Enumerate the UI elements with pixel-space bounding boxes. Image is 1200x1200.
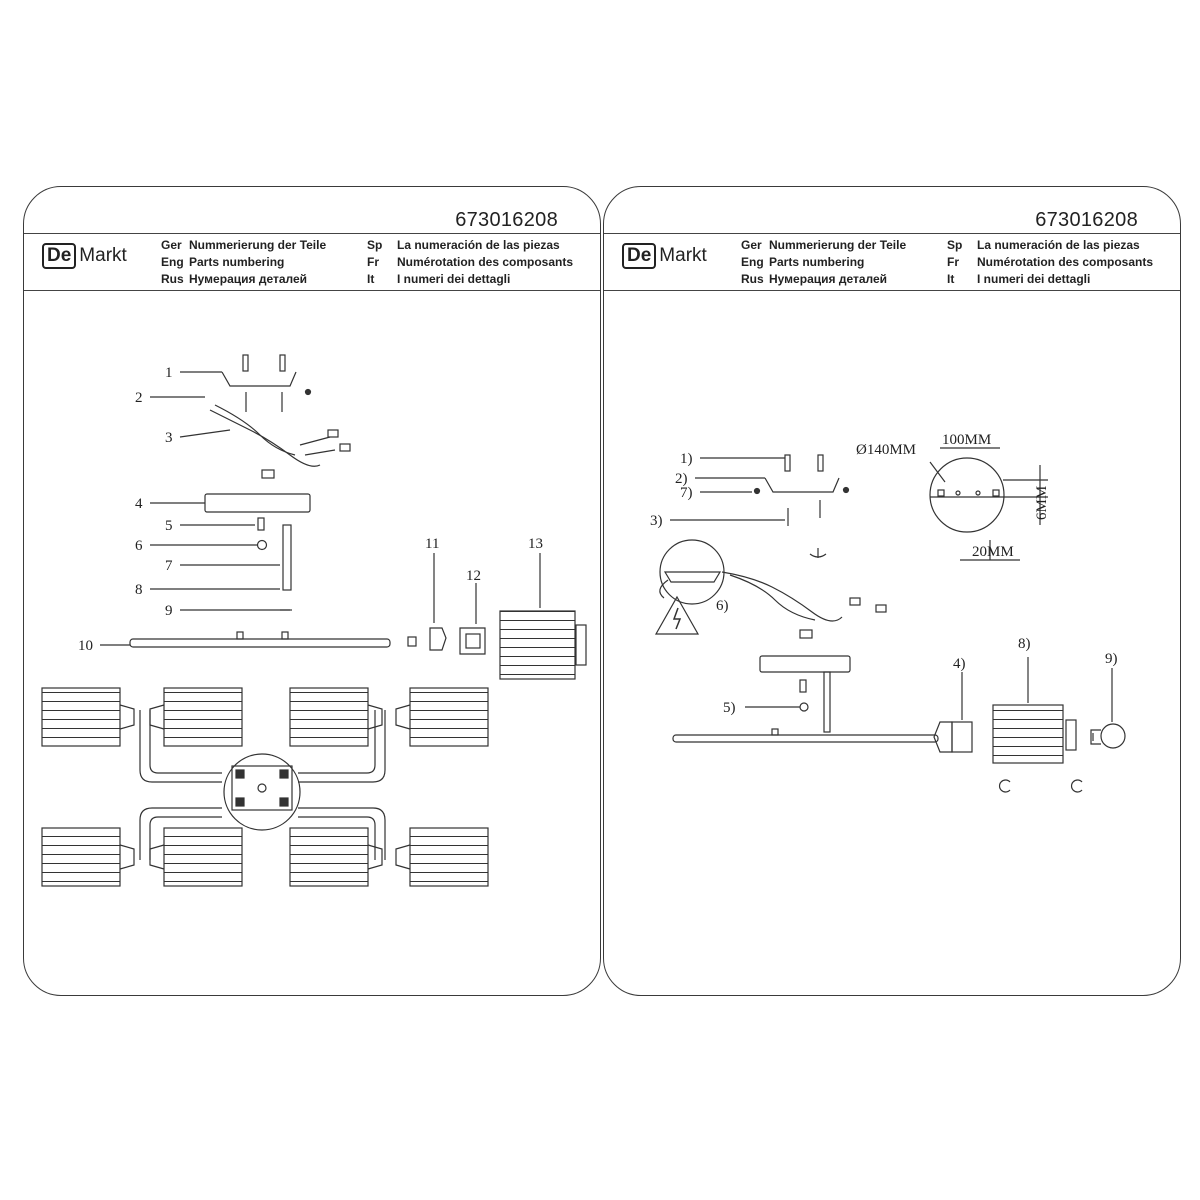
lang-code: Fr <box>947 255 959 269</box>
instruction-page-right: 673016208 De Markt Ger Nummerierung der … <box>603 186 1181 996</box>
part-label: 3 <box>165 430 173 446</box>
lang-code: Ger <box>741 238 762 252</box>
lang-code: Rus <box>741 272 764 286</box>
part-label: 12 <box>466 568 481 584</box>
lang-code: Sp <box>367 238 383 252</box>
lang-code: It <box>367 272 375 286</box>
lang-title: La numeración de las piezas <box>977 238 1140 252</box>
lang-title: Nummerierung der Teile <box>189 238 327 252</box>
lang-title: Нумерация деталей <box>769 272 888 286</box>
language-titles: Ger Nummerierung der Teile Sp La numerac… <box>161 237 577 287</box>
lang-code: Eng <box>161 255 184 269</box>
header-rule-bottom <box>24 290 600 292</box>
lang-title: Parts numbering <box>189 255 285 269</box>
lang-title: Numérotation des composants <box>977 255 1154 269</box>
lang-code: Ger <box>161 238 182 252</box>
part-label: 11 <box>425 536 439 552</box>
document-number: 673016208 <box>1035 209 1138 231</box>
lang-code: Fr <box>367 255 379 269</box>
part-label: 3) <box>650 513 663 529</box>
brand-logo: De Markt <box>42 243 127 269</box>
part-label: 9 <box>165 603 173 619</box>
part-label: 1 <box>165 365 173 381</box>
lang-code: Eng <box>741 255 764 269</box>
header-rule-top <box>604 233 1180 235</box>
document-number: 673016208 <box>455 209 558 231</box>
dimension-label: 100MM <box>942 432 991 448</box>
lang-title: La numeración de las piezas <box>397 238 560 252</box>
logo-text: Markt <box>659 245 707 266</box>
dimension-label: Ø140MM <box>856 442 916 458</box>
right-parts-diagram <box>654 447 1083 793</box>
lang-title: Нумерация деталей <box>189 272 308 286</box>
assembled-fixture-top-view <box>41 687 489 887</box>
part-label: 13 <box>528 536 543 552</box>
part-label: 9) <box>1105 651 1118 667</box>
logo-box: De <box>622 243 657 269</box>
header-rule-bottom <box>604 290 1180 292</box>
part-label: 1) <box>680 451 693 467</box>
lang-title: Numérotation des composants <box>397 255 574 269</box>
left-part-labels: 1 2 3 4 5 6 7 8 9 10 11 12 13 <box>78 365 543 654</box>
part-label: 2) <box>675 471 688 487</box>
language-titles: Ger Nummerierung der Teile Sp La numerac… <box>741 237 1157 287</box>
lang-title: I numeri dei dettagli <box>397 272 511 286</box>
part-label: 7 <box>165 558 173 574</box>
lang-title: Nummerierung der Teile <box>769 238 907 252</box>
lang-title: Parts numbering <box>769 255 865 269</box>
logo-box: De <box>42 243 77 269</box>
lang-code: Sp <box>947 238 963 252</box>
lang-title: I numeri dei dettagli <box>977 272 1091 286</box>
lang-code: Rus <box>161 272 184 286</box>
lang-code: It <box>947 272 955 286</box>
part-label: 5) <box>723 700 736 716</box>
brand-logo: De Markt <box>622 243 707 269</box>
left-parts-diagram <box>100 354 587 680</box>
part-label: 4) <box>953 656 966 672</box>
part-label: 5 <box>165 518 173 534</box>
dimension-label: 20MM <box>972 544 1014 560</box>
logo-text: Markt <box>79 245 127 266</box>
header-rule-top <box>24 233 600 235</box>
part-label: 6 <box>135 538 143 554</box>
rotate-arrow-icon <box>1071 779 1083 793</box>
part-label: 8) <box>1018 636 1031 652</box>
dimension-label: 6MM <box>1034 486 1050 520</box>
part-label: 4 <box>135 496 143 512</box>
light-bulb-icon <box>1090 668 1126 749</box>
part-label: 10 <box>78 638 93 654</box>
part-label: 2 <box>135 390 143 406</box>
rotate-arrow-icon <box>999 779 1011 793</box>
part-label: 7) <box>680 485 693 501</box>
part-label: 8 <box>135 582 143 598</box>
right-part-labels: 1) 2) 7) 3) 6) 4) 5) 8) 9) Ø140MM 100MM … <box>650 432 1118 716</box>
part-label: 6) <box>716 598 729 614</box>
